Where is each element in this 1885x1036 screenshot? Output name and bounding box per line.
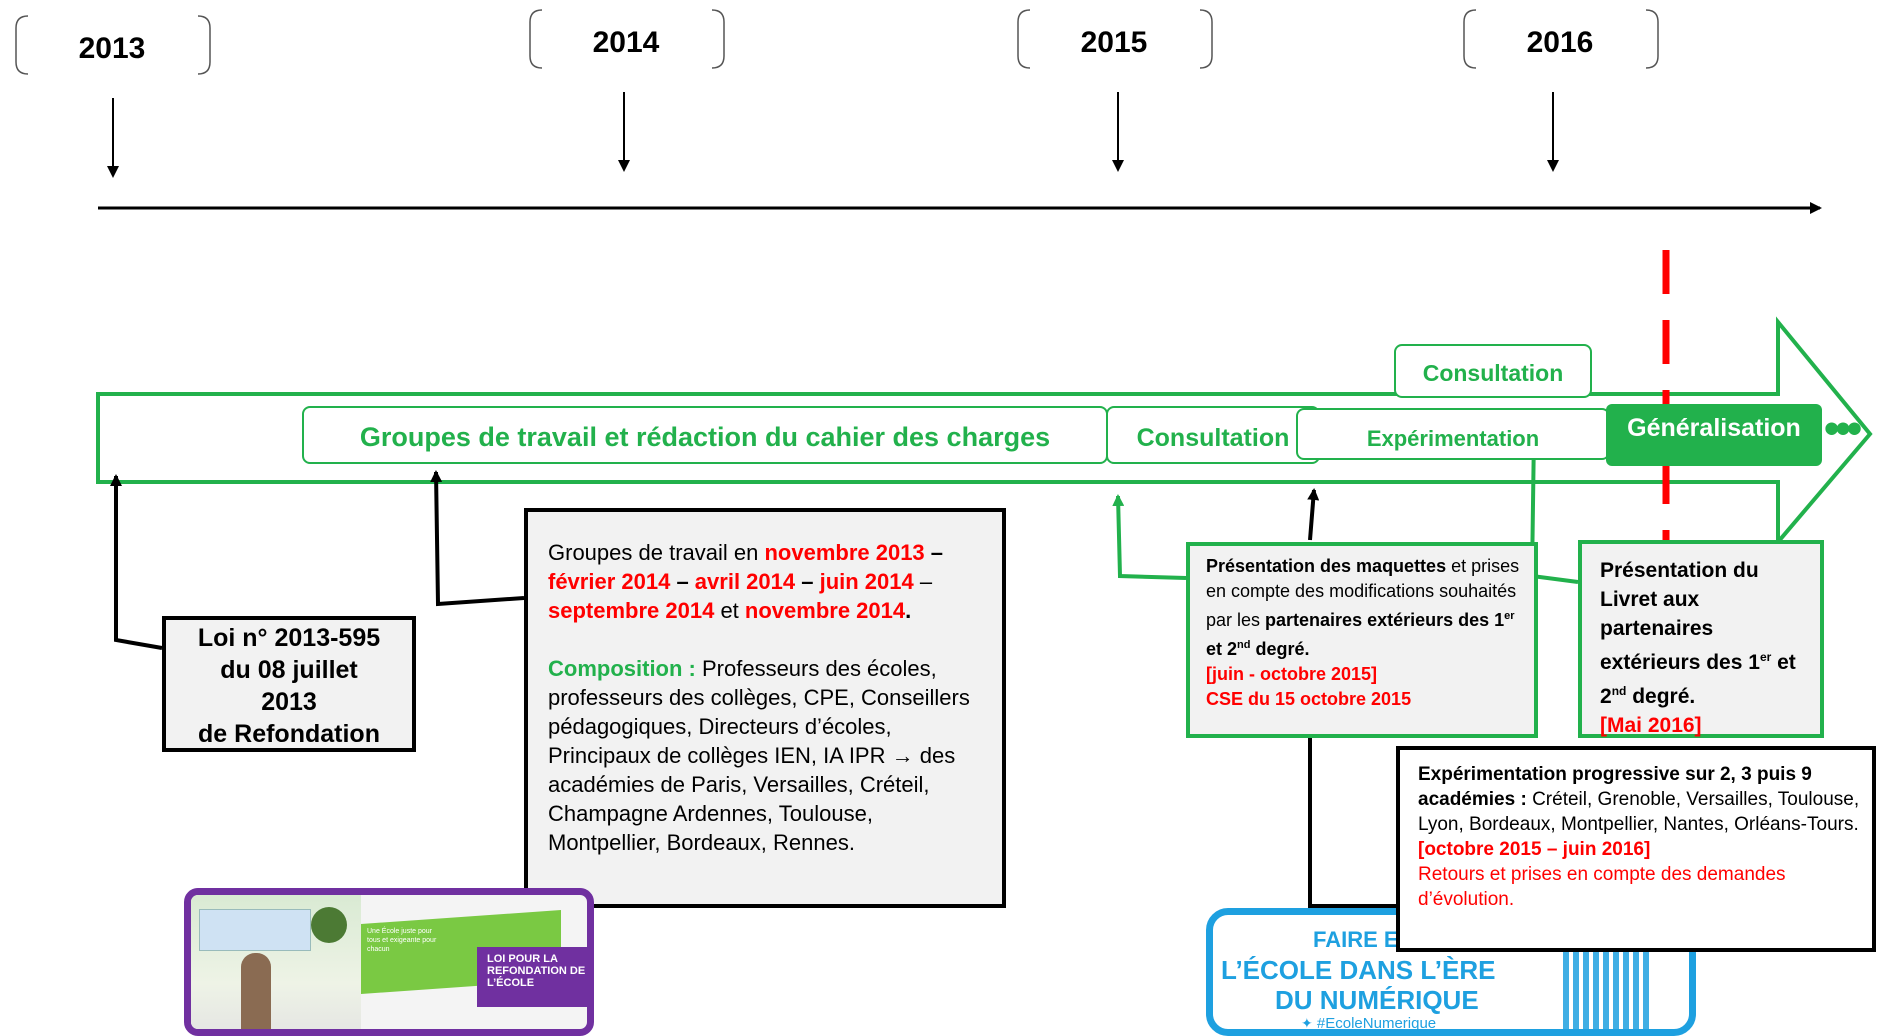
composition-label: Composition : [548, 656, 702, 681]
groupes-sep-5: et [714, 598, 745, 623]
maquettes-sup1: er [1504, 610, 1515, 622]
groupes-sep-3: – [795, 569, 820, 594]
phase-generalisation: Généralisation [1606, 404, 1822, 466]
groupes-intro: Groupes de travail en [548, 540, 765, 565]
year-2016: 2016 [1526, 26, 1594, 59]
composition-text: Professeurs des écoles, professeurs des … [548, 656, 970, 855]
logo-refondation: Une École juste pour tous et exigeante p… [184, 888, 594, 1036]
phase-consultation-upper-label: Consultation [1422, 360, 1564, 386]
maquettes-b3: et 2 [1206, 639, 1238, 659]
phase-groupes-label: Groupes de travail et rédaction du cahie… [359, 422, 1051, 452]
livret-b3: degré. [1626, 685, 1696, 708]
phase-experimentation-label: Expérimentation [1366, 426, 1540, 451]
groupes-sep-2: – [670, 569, 695, 594]
continuation-dots: ••• [1824, 404, 1862, 453]
numerique-line-3: DU NUMÉRIQUE [1275, 985, 1479, 1015]
groupes-sep-1: – [924, 540, 944, 565]
maquettes-dates: [juin - octobre 2015] [1206, 664, 1378, 684]
phase-consultation-upper: Consultation [1394, 344, 1592, 398]
loi-line-2: du 08 juillet [220, 656, 358, 684]
groupes-sep-6: . [905, 598, 912, 623]
maquettes-b2: partenaires extérieurs des 1 [1265, 610, 1505, 630]
year-brackets [15, 9, 1659, 75]
numerique-line-2: L’ÉCOLE DANS L’ÈRE [1221, 955, 1496, 985]
groupes-date-5: septembre 2014 [548, 598, 715, 623]
phase-consultation-lower-label: Consultation [1136, 424, 1290, 452]
groupes-composition: Composition : Professeurs des écoles, pr… [548, 654, 984, 857]
connector-experimentation [1310, 490, 1396, 908]
connector-maquettes [1112, 494, 1187, 580]
year-arrows [107, 92, 1559, 178]
livret-b2: et 2 [1600, 651, 1796, 708]
maquettes-b1: Présentation des maquettes [1206, 556, 1447, 576]
groupes-dates: Groupes de travail en novembre 2013 – fé… [548, 538, 984, 625]
maquettes-t1: et prises en compte des modifications so… [1206, 556, 1520, 630]
phase-groupes: Groupes de travail et rédaction du cahie… [302, 406, 1108, 464]
phase-consultation-lower: Consultation [1106, 406, 1320, 464]
loi-line-1: Loi n° 2013-595 [197, 624, 381, 652]
groupes-date-6: novembre 2014 [744, 598, 906, 623]
groupes-date-2: février 2014 [548, 569, 671, 594]
phase-generalisation-label: Généralisation [1627, 414, 1801, 442]
refondation-title: LOI POUR LA REFONDATION DE L’ÉCOLE [487, 953, 586, 989]
loi-line-3: 2013 [261, 688, 317, 716]
livret-sup2: nd [1611, 684, 1627, 698]
maquettes-cse: CSE du 15 octobre 2015 [1206, 689, 1412, 709]
tree-icon [311, 907, 347, 943]
maquettes-b4: degré. [1250, 639, 1310, 659]
year-2015: 2015 [1080, 26, 1148, 59]
connector-loi [110, 474, 163, 650]
year-2014: 2014 [592, 26, 660, 59]
numerique-hashtag: ✦ #EcoleNumerique [1301, 1015, 1437, 1032]
groupes-date-3: avril 2014 [694, 569, 796, 594]
card-experimentation: Expérimentation progressive sur 2, 3 pui… [1396, 746, 1876, 952]
connector-groupes [430, 470, 525, 607]
refondation-illustration [191, 895, 361, 1029]
year-2013: 2013 [78, 32, 146, 65]
card-groupes: Groupes de travail en novembre 2013 – fé… [524, 508, 1006, 908]
refondation-tagline: Une École juste pour tous et exigeante p… [367, 928, 437, 953]
school-building [199, 909, 311, 951]
experimentation-dates: [octobre 2015 – juin 2016] [1418, 839, 1651, 860]
twitter-icon: ✦ [1301, 1015, 1313, 1031]
livret-date: [Mai 2016] [1600, 714, 1702, 737]
groupes-sep-4: – [913, 569, 933, 594]
card-livret: Présentation du Livret aux partenaires e… [1578, 540, 1824, 738]
card-maquettes: Présentation des maquettes et prises en … [1186, 542, 1538, 738]
experimentation-academies: Créteil, Grenoble, Versailles, Toulouse,… [1418, 789, 1860, 835]
card-loi: Loi n° 2013-595 du 08 juillet 2013 de Re… [162, 616, 416, 752]
livret-b1: Présentation du Livret aux partenaires e… [1600, 559, 1760, 674]
maquettes-sup2: nd [1237, 639, 1251, 651]
experimentation-b1: Expérimentation progressive sur 2, 3 pui… [1418, 764, 1812, 810]
qr-code-icon [1563, 945, 1649, 1029]
phase-experimentation: Expérimentation [1296, 408, 1610, 460]
livret-sup1: er [1759, 650, 1772, 664]
numerique-hashtag-text: #EcoleNumerique [1316, 1015, 1437, 1032]
child-figure [241, 953, 271, 1029]
loi-line-4: de Refondation [198, 720, 380, 748]
refondation-purple-band [477, 947, 587, 1007]
groupes-date-1: novembre 2013 [764, 540, 925, 565]
groupes-date-4: juin 2014 [819, 569, 914, 594]
experimentation-retours: Retours et prises en compte des demandes… [1418, 864, 1786, 910]
